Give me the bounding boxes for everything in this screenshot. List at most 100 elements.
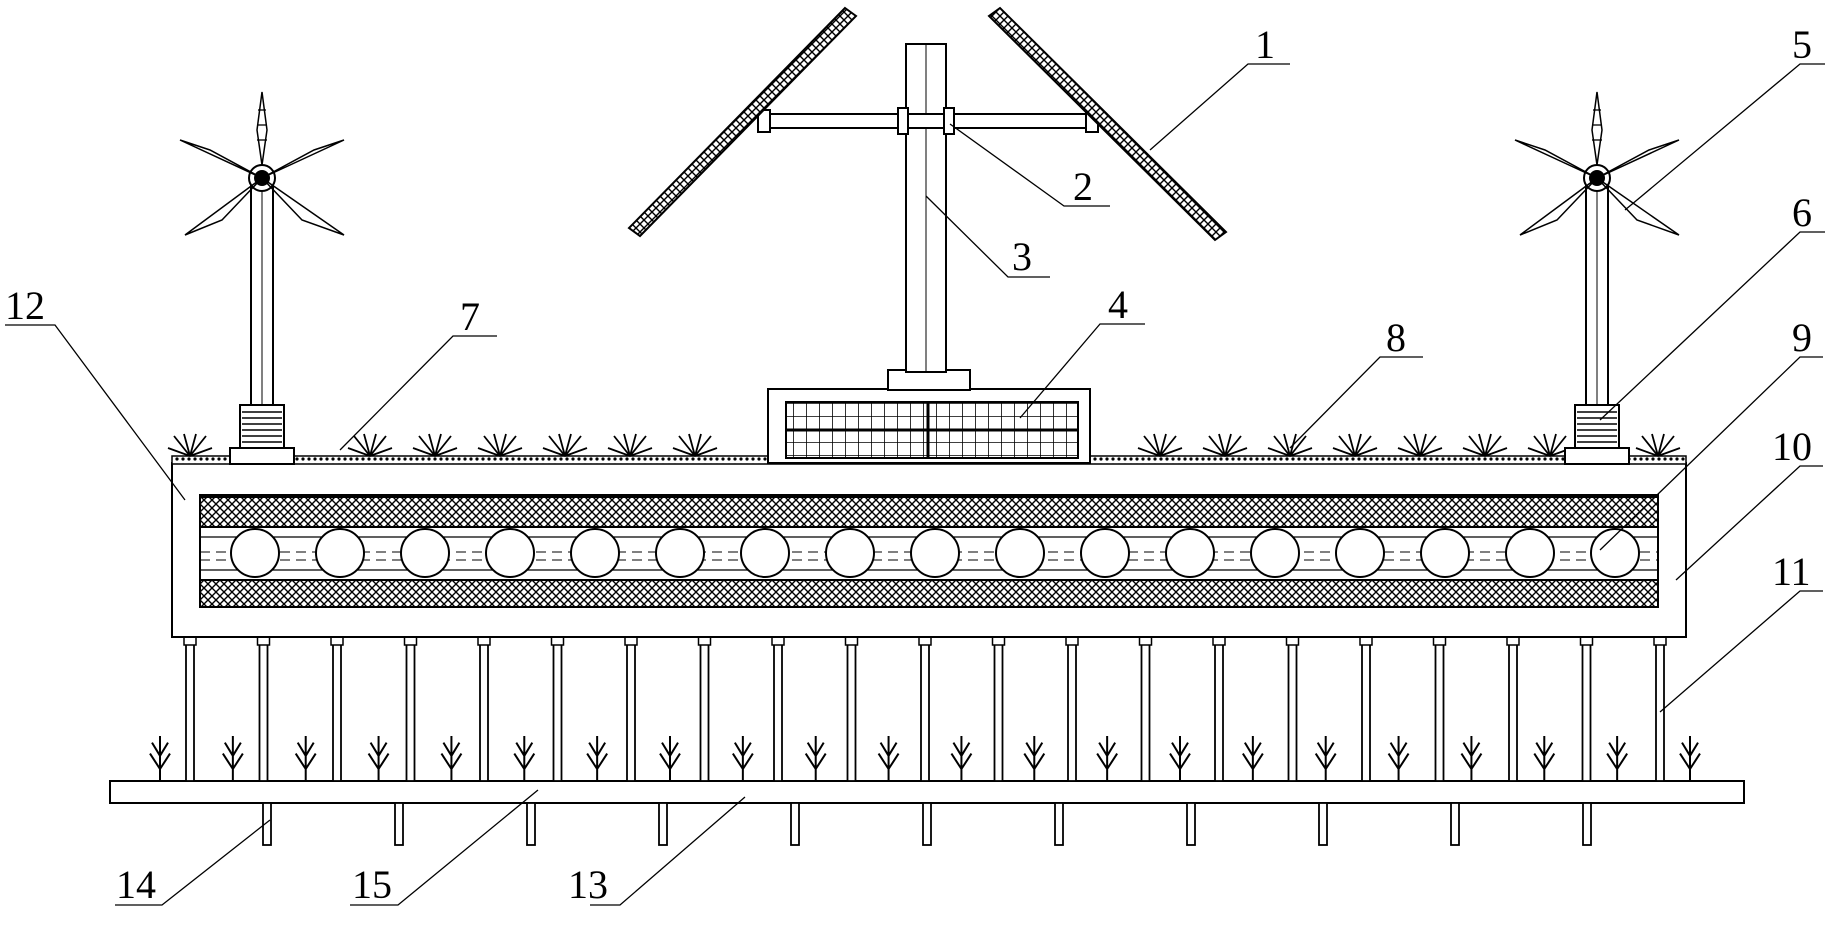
- ground-plant: [222, 736, 244, 780]
- ground-plants: [149, 736, 1701, 780]
- callout-3: 3: [1012, 234, 1032, 279]
- roller: [1080, 528, 1130, 578]
- ground-plant: [440, 736, 463, 780]
- roller: [570, 528, 620, 578]
- control-cabinet: [767, 369, 1091, 464]
- anchor-pile: [1582, 802, 1592, 846]
- roller: [740, 528, 790, 578]
- solar-panel-left: [627, 6, 858, 238]
- callout-13: 13: [568, 862, 608, 907]
- support-post: [1285, 636, 1300, 782]
- ground-plant: [1679, 736, 1701, 780]
- anchor-pile: [790, 802, 800, 846]
- roller: [1165, 528, 1215, 578]
- lower-filter-layer: [199, 579, 1659, 608]
- ground-plant: [586, 736, 608, 780]
- support-post: [991, 636, 1006, 782]
- top-plant: [347, 433, 393, 457]
- roller: [1250, 528, 1300, 578]
- callout-10: 10: [1772, 424, 1812, 469]
- rollers: [230, 528, 1640, 578]
- anchor-pile: [262, 802, 272, 846]
- wind-turbine-right: [1514, 91, 1680, 465]
- support-post: [918, 636, 932, 782]
- callout-9: 9: [1792, 315, 1812, 360]
- support-post: [1065, 636, 1079, 782]
- roller: [230, 528, 280, 578]
- roller: [1505, 528, 1555, 578]
- ground-plant: [1314, 736, 1337, 780]
- support-posts: [183, 636, 1667, 782]
- support-post: [771, 636, 785, 782]
- roller: [485, 528, 535, 578]
- ground-plant: [367, 736, 390, 780]
- top-plant: [1202, 433, 1248, 457]
- ground-plant: [1169, 736, 1191, 780]
- callout-12: 12: [5, 283, 45, 328]
- support-post: [256, 636, 271, 782]
- ground-plant: [732, 736, 754, 780]
- support-post: [550, 636, 565, 782]
- roller: [655, 528, 705, 578]
- ground-plant: [513, 736, 536, 780]
- roller: [825, 528, 875, 578]
- top-plant: [167, 433, 213, 457]
- ground-plant: [149, 736, 171, 780]
- support-post: [1138, 636, 1153, 782]
- anchor-piles: [262, 802, 1592, 846]
- callout-7: 7: [460, 294, 480, 339]
- ground-plant: [1606, 736, 1628, 780]
- anchor-pile: [1186, 802, 1196, 846]
- callout-5: 5: [1792, 22, 1812, 67]
- callout-14: 14: [116, 862, 156, 907]
- top-plant: [412, 433, 458, 457]
- ground-plant: [294, 736, 317, 780]
- roller: [1590, 528, 1640, 578]
- top-plant: [1527, 433, 1573, 457]
- callout-1: 1: [1255, 22, 1275, 67]
- anchor-pile: [1318, 802, 1328, 846]
- support-post: [403, 636, 418, 782]
- ground-plant: [804, 736, 827, 780]
- roller: [910, 528, 960, 578]
- callout-15: 15: [352, 862, 392, 907]
- top-plant: [1332, 433, 1378, 457]
- ground-plant: [659, 736, 681, 780]
- support-post: [1579, 636, 1594, 782]
- ground-plant: [877, 736, 900, 780]
- anchor-pile: [394, 802, 404, 846]
- callout-6: 6: [1792, 190, 1812, 235]
- roller: [1335, 528, 1385, 578]
- callout-2: 2: [1073, 164, 1093, 209]
- support-post: [1506, 636, 1520, 782]
- top-plant: [607, 433, 653, 457]
- ground-plant: [1460, 736, 1483, 780]
- top-plant: [1462, 433, 1508, 457]
- roller: [995, 528, 1045, 578]
- support-post: [1212, 636, 1226, 782]
- top-plant: [1137, 433, 1183, 457]
- solar-panel-right: [987, 6, 1228, 242]
- roller: [400, 528, 450, 578]
- ground-plant: [1096, 736, 1118, 780]
- support-post: [183, 636, 197, 782]
- central-mast: [905, 43, 947, 373]
- roller: [315, 528, 365, 578]
- leader-lines: [5, 63, 1825, 906]
- anchor-pile: [526, 802, 536, 846]
- ground-plant: [1533, 736, 1556, 780]
- top-plant: [1267, 433, 1313, 457]
- callout-8: 8: [1386, 315, 1406, 360]
- wind-turbine-left: [179, 91, 345, 465]
- ground-platform: [109, 780, 1745, 804]
- ground-plant: [1387, 736, 1410, 780]
- support-post: [697, 636, 712, 782]
- ground-plant: [1023, 736, 1046, 780]
- callout-11: 11: [1772, 549, 1811, 594]
- top-plant: [672, 433, 718, 457]
- support-post: [330, 636, 344, 782]
- callout-4: 4: [1108, 282, 1128, 327]
- cross-arm: [757, 107, 1099, 135]
